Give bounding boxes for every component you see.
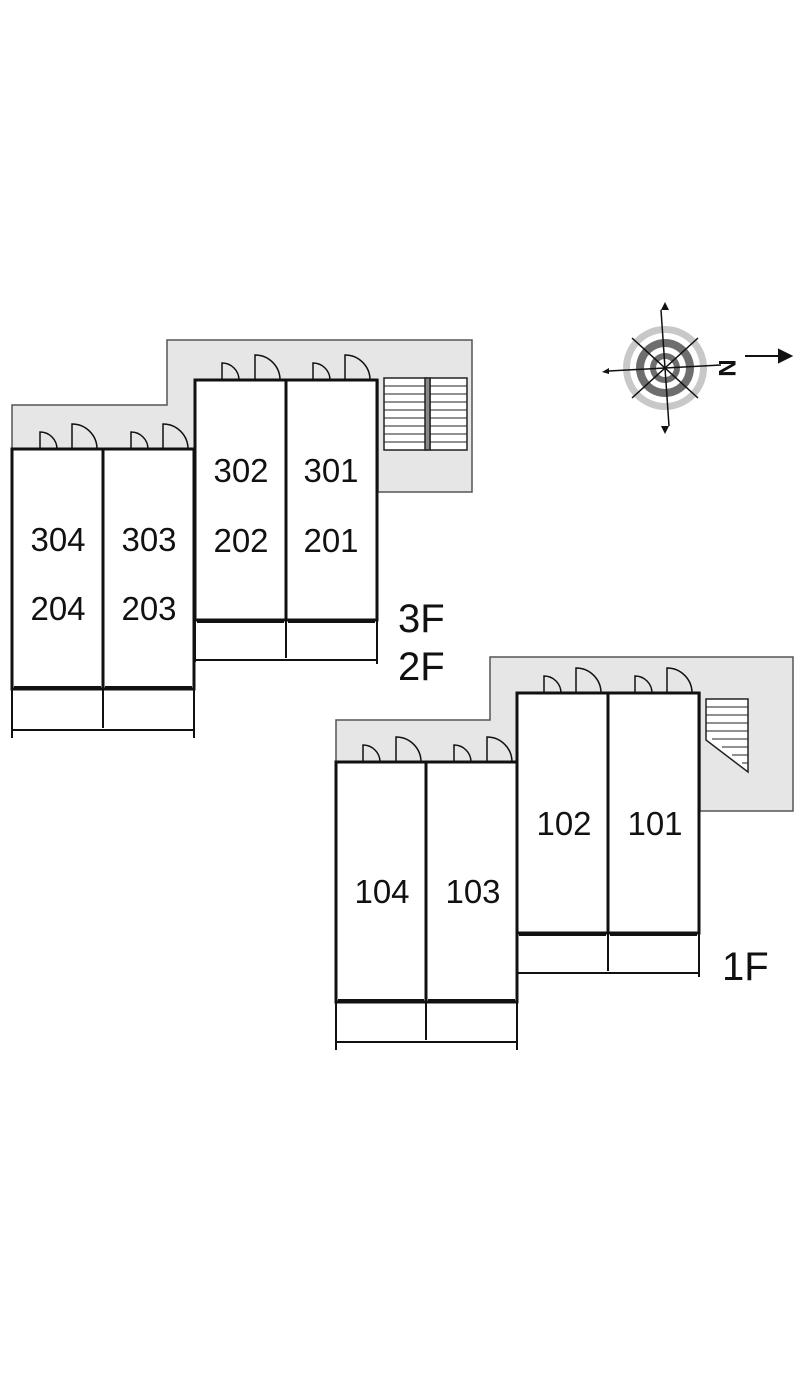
ground-balconies (335, 933, 700, 1050)
unit-302-label: 302 (213, 452, 268, 489)
ground-window-strips (338, 934, 697, 1001)
unit-303-label: 303 (121, 521, 176, 558)
floor-label-3f: 3F (398, 597, 445, 641)
upper-window-strips (14, 621, 375, 688)
upper-doors (39, 354, 371, 450)
unit-101-label: 101 (627, 805, 682, 842)
upper-staircase (383, 377, 468, 451)
unit-102-label: 102 (536, 805, 591, 842)
unit-104-label: 104 (354, 873, 409, 910)
unit-204-label: 204 (30, 590, 85, 627)
unit-103-label: 103 (445, 873, 500, 910)
ground-staircase (705, 698, 749, 774)
compass-north-letter: N (713, 359, 740, 376)
upper-building: 304 204 303 203 302 202 301 201 3F 2F (10, 339, 473, 738)
ground-building: 104 103 102 101 1F (334, 656, 794, 1050)
unit-301-label: 301 (303, 452, 358, 489)
upper-balconies (11, 620, 378, 738)
unit-304-label: 304 (30, 521, 85, 558)
ground-walls (334, 691, 701, 1004)
floor-label-2f: 2F (398, 645, 445, 689)
unit-202-label: 202 (213, 522, 268, 559)
ground-doors (362, 667, 693, 763)
unit-201-label: 201 (303, 522, 358, 559)
unit-203-label: 203 (121, 590, 176, 627)
compass-icon: N (602, 302, 794, 434)
floor-label-1f: 1F (722, 945, 769, 989)
